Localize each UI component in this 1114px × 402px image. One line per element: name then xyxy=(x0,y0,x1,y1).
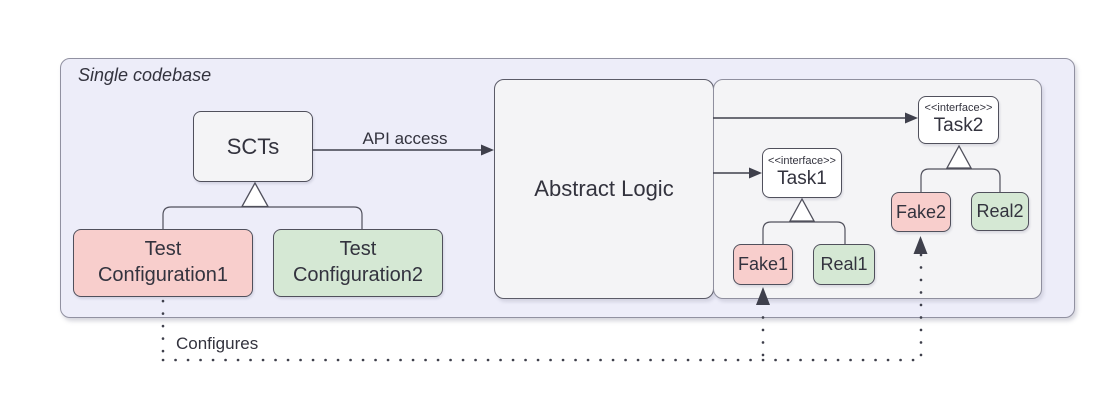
abstract-logic-label: Abstract Logic xyxy=(534,176,674,201)
fake2-box: Fake2 xyxy=(891,192,951,232)
real2-label: Real2 xyxy=(976,201,1024,221)
test-configuration2-box: Test Configuration2 xyxy=(273,229,443,297)
real1-box: Real1 xyxy=(813,244,875,285)
real1-label: Real1 xyxy=(820,254,868,274)
task2-stereotype: <<interface>> xyxy=(924,102,993,115)
test-configuration1-box: Test Configuration1 xyxy=(73,229,253,297)
task2-name: Task2 xyxy=(933,114,984,136)
scts-label: SCTs xyxy=(226,133,280,159)
real2-box: Real2 xyxy=(971,192,1029,231)
single-codebase-label: Single codebase xyxy=(78,65,212,85)
abstract-logic-box: Abstract Logic xyxy=(494,79,714,299)
test-configuration2-line1: Test xyxy=(339,238,377,261)
scts-box: SCTs xyxy=(193,111,313,182)
fake2-label: Fake2 xyxy=(895,201,947,222)
task1-stereotype: <<interface>> xyxy=(768,155,836,168)
test-configuration1-line2: Configuration1 xyxy=(97,264,229,286)
api-access-label: API access xyxy=(362,129,448,148)
task2-interface-box: <<interface>> Task2 xyxy=(918,96,999,144)
task1-interface-box: <<interface>> Task1 xyxy=(762,148,842,198)
test-configuration2-line2: Configuration2 xyxy=(292,264,424,286)
test-configuration1-line1: Test xyxy=(144,238,182,261)
task1-name: Task1 xyxy=(777,167,827,189)
configures-label: Configures xyxy=(176,334,259,353)
fake1-label: Fake1 xyxy=(737,254,789,274)
fake1-box: Fake1 xyxy=(733,244,793,285)
